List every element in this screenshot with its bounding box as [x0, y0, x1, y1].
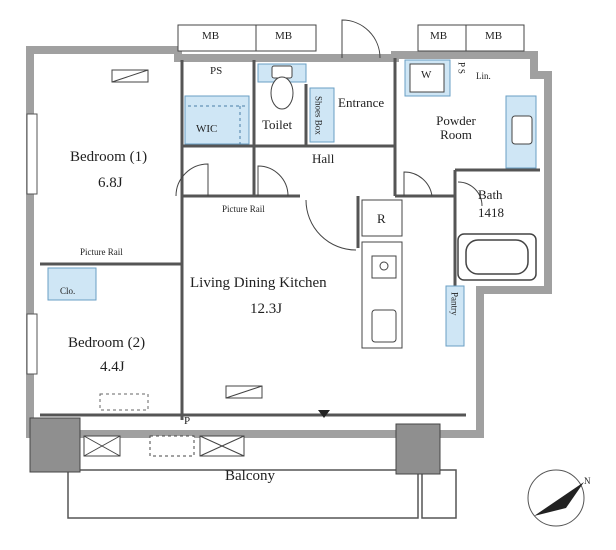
- toilet-label: Toilet: [262, 117, 293, 132]
- bathtub: [457, 233, 537, 281]
- marker-lines: [111, 69, 263, 399]
- entrance-marker-icon: [318, 410, 330, 418]
- kitchen-counter: [361, 199, 403, 349]
- hall-label: Hall: [312, 151, 335, 166]
- bedroom2-size: 4.4J: [100, 359, 125, 375]
- entrance-label: Entrance: [338, 95, 385, 110]
- pantry-label: Pantry: [449, 292, 460, 316]
- bedroom1-size: 6.8J: [98, 175, 123, 191]
- refrigerator-label: R: [377, 211, 386, 226]
- shoes-box-label: Shoes Box: [313, 96, 324, 135]
- washer-fixture: [409, 63, 445, 93]
- bath-size: 1418: [478, 205, 504, 220]
- meter-box-label-4: MB: [485, 30, 503, 42]
- bedroom2-label: Bedroom (2): [68, 335, 146, 351]
- meter-box-label-1: MB: [202, 30, 220, 42]
- meter-box-label-3: MB: [430, 30, 448, 42]
- columns: [29, 417, 441, 475]
- toilet-fixture: [270, 65, 294, 110]
- blue-fixtures: [47, 59, 537, 347]
- ps-vertical-label: P S: [456, 62, 467, 74]
- bedroom2-dashed-box: [99, 393, 149, 411]
- powder-room-label: Powder Room: [436, 113, 476, 142]
- door-swings: [175, 19, 483, 251]
- interior-walls: [40, 58, 540, 420]
- linen-label: Lin.: [476, 71, 491, 81]
- meter-boxes: [177, 24, 525, 52]
- wic-label: WIC: [196, 123, 218, 135]
- ps-label: PS: [210, 65, 223, 77]
- closet-label: Clo.: [60, 286, 76, 296]
- svg-text:N: N: [584, 476, 591, 486]
- windows-left: [26, 113, 38, 375]
- bath-label: Bath: [478, 187, 503, 202]
- wic-shelf-lines: [188, 105, 248, 144]
- north-arrow-icon: N: [527, 469, 591, 527]
- balcony-label: Balcony: [225, 468, 275, 484]
- ldk-size: 12.3J: [250, 301, 283, 317]
- powder-sink: [511, 115, 533, 145]
- ldk-label: Living Dining Kitchen: [190, 275, 327, 291]
- meter-box-label-2: MB: [275, 30, 293, 42]
- picture-rail-ldk-label: Picture Rail: [222, 204, 265, 214]
- washer-label: W: [421, 69, 432, 81]
- pipe-space-label: P: [184, 415, 191, 427]
- balcony-window-boxes: [83, 435, 245, 457]
- outer-walls: [26, 46, 552, 438]
- bedroom1-label: Bedroom (1): [70, 149, 148, 165]
- picture-rail-bed-label: Picture Rail: [80, 247, 123, 257]
